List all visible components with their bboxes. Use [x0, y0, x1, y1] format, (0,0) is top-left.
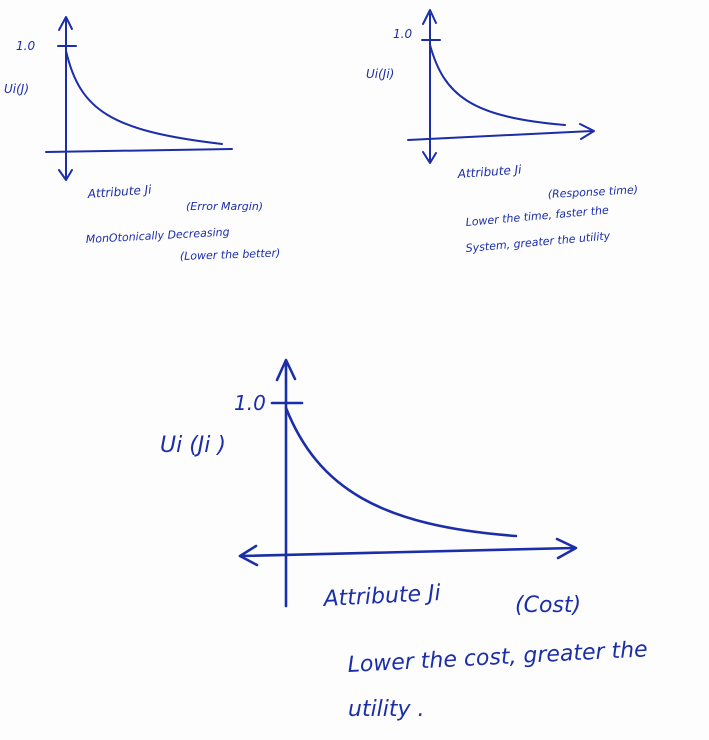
y-axis-arrowhead-bottom [422, 151, 437, 164]
x-axis-arrowhead [579, 123, 595, 140]
utility-curve [65, 50, 223, 145]
x-axis [238, 546, 576, 558]
y-axis-arrowhead-bottom [58, 169, 73, 181]
note-line-1: Lower the cost, greater the [347, 637, 648, 678]
tick-label: 1.0 [16, 39, 35, 53]
x-axis [45, 148, 233, 153]
note-line-1: Lower the time, faster the [465, 204, 609, 229]
y-axis-label: Ui(J) [4, 82, 29, 96]
note-line-2: utility . [348, 697, 425, 722]
x-axis-label: Attribute Ji [456, 163, 522, 182]
y-axis-label: Ui(Ji) [366, 67, 394, 81]
note-line-1: MonOtonically Decreasing [85, 225, 229, 246]
tick-label: 1.0 [234, 391, 266, 415]
y-axis-label: Ui (Ji ) [160, 433, 226, 458]
sketch-cost: 1.0 Ui (Ji ) Attribute Ji (Cost) Lower t… [160, 358, 648, 722]
sketch-error-margin: 1.0 Ui(J) Attribute Ji (Error Margin) Mo… [4, 16, 281, 263]
attribute-qualifier: (Error Margin) [186, 200, 263, 213]
x-axis-arrowhead-right [555, 537, 578, 560]
y-axis-arrowhead-top [422, 9, 437, 25]
utility-curve [284, 406, 518, 538]
x-axis-label: Attribute Ji [86, 183, 152, 202]
note-line-2: (Lower the better) [180, 247, 281, 263]
attribute-qualifier: (Cost) [515, 593, 581, 618]
x-axis-label: Attribute Ji [321, 581, 441, 612]
note-line-2: System, greater the utility [465, 229, 611, 255]
sketch-response-time: 1.0 Ui(Ji) Attribute Ji (Response time) … [366, 9, 638, 255]
tick-label: 1.0 [393, 27, 412, 41]
y-axis-arrowhead-top [58, 16, 73, 31]
y-axis-arrowhead-top [275, 358, 297, 382]
x-axis-arrowhead-left [238, 544, 259, 567]
x-axis [407, 130, 593, 141]
utility-curve [429, 44, 566, 126]
attribute-qualifier: (Response time) [547, 183, 638, 201]
